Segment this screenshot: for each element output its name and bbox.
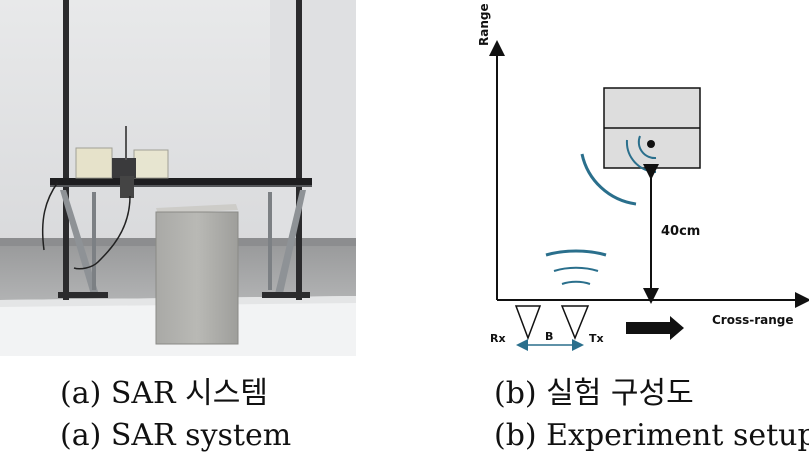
tx-label: Tx [589, 332, 604, 345]
distance-label: 40cm [661, 224, 700, 239]
caption-b-korean: (b) 실험 구성도 [494, 376, 694, 411]
baseline-label: B [545, 330, 553, 343]
target-point [647, 140, 655, 148]
y-axis-label: Range [477, 3, 491, 46]
rx-label: Rx [490, 332, 506, 345]
caption-b-english: (b) Experiment setup [494, 418, 809, 453]
x-axis-label: Cross-range [712, 313, 794, 327]
caption-a-english: (a) SAR system [60, 418, 292, 453]
motion-arrow [626, 316, 684, 340]
experiment-setup-diagram: Range 40cm Rx Tx B Cross-range [477, 3, 809, 351]
rx-antenna [514, 305, 542, 341]
tx-antenna [560, 305, 590, 340]
sar-system-photo [0, 0, 356, 356]
caption-a-korean: (a) SAR 시스템 [60, 376, 268, 411]
